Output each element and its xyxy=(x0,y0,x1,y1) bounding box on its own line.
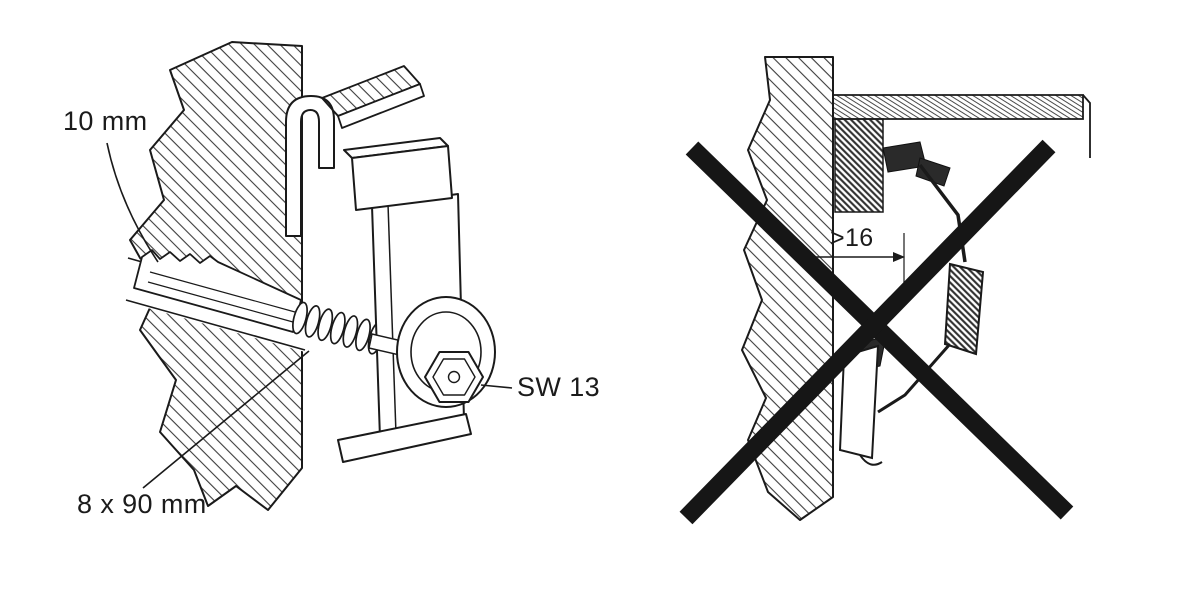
label-screw-size: 8 x 90 mm xyxy=(77,489,207,519)
cross-out-line-2 xyxy=(679,139,1056,525)
label-wrench-size: SW 13 xyxy=(517,372,601,402)
bracket-hardware xyxy=(838,141,985,466)
bracket-bottom-tray xyxy=(337,413,472,463)
bracket-top-box xyxy=(343,137,453,211)
label-min-thickness: >16 xyxy=(830,224,874,252)
wall-cross-section xyxy=(741,56,834,521)
mounting-hook xyxy=(285,95,335,237)
cross-out-mark xyxy=(679,139,1074,525)
leader-line-screw-size xyxy=(142,350,310,489)
leader-line-wrench-size xyxy=(480,384,513,389)
leader-line-drill-diameter xyxy=(106,142,159,263)
label-drill-diameter: 10 mm xyxy=(63,106,148,136)
mounted-panel xyxy=(832,94,1091,158)
hex-bolt-head xyxy=(424,351,484,403)
wall-anchor xyxy=(133,249,302,333)
incorrect-mounting-illustration xyxy=(679,56,1091,525)
rail-profile xyxy=(321,65,425,129)
panel-edge-block xyxy=(834,118,884,213)
dimension-arrow xyxy=(893,252,905,262)
correct-mounting-illustration xyxy=(106,41,513,511)
